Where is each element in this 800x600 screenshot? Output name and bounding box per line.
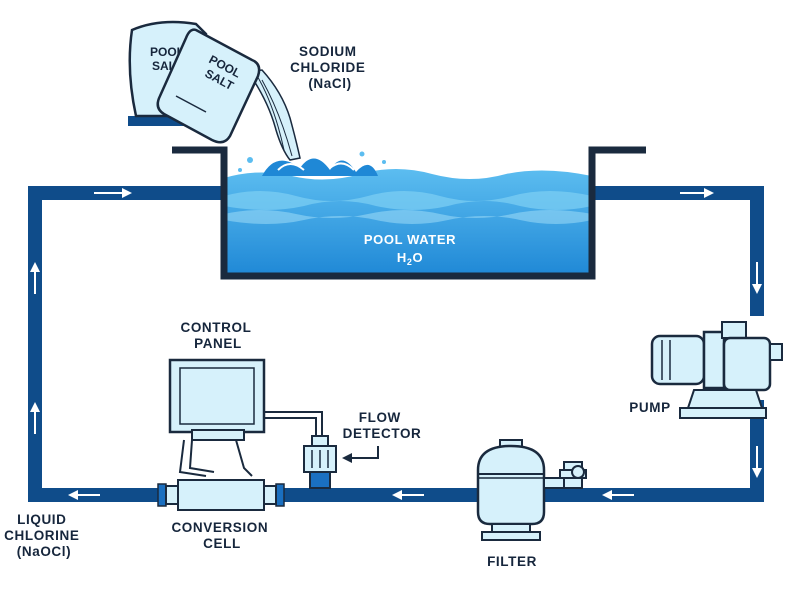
control-panel-label: CONTROL PANEL <box>180 320 255 351</box>
flow-arrows <box>30 188 762 500</box>
arrow-right-icon <box>680 188 714 198</box>
wire-to-cell <box>178 439 207 477</box>
pump-housing <box>722 336 772 392</box>
pipe-right-upper <box>750 186 764 316</box>
pipe-left <box>28 186 42 502</box>
filter-tank <box>476 444 546 526</box>
wave-band-2 <box>224 210 592 224</box>
arrow-up-icon <box>30 402 40 434</box>
splash <box>262 158 378 176</box>
salt-bag-front <box>156 28 261 144</box>
wire-to-detector <box>264 411 323 436</box>
sodium-chloride-label: SODIUM CHLORIDE (NaCl) <box>290 44 370 91</box>
arrow-right-icon <box>94 188 132 198</box>
liquid-chlorine-label: LIQUID CHLORINE (NaOCl) <box>4 512 84 559</box>
flow-detector-label: FLOW DETECTOR <box>343 410 422 441</box>
back-bag-text-1: POOL <box>150 45 184 59</box>
pump: PUMP <box>629 321 783 419</box>
conversion-cell-body <box>177 479 265 511</box>
arrow-left-icon <box>392 490 424 500</box>
arrow-down-icon <box>752 262 762 294</box>
wave-band-1 <box>224 191 592 210</box>
arrow-left-icon <box>68 490 100 500</box>
pipe-top-right <box>592 186 764 200</box>
flow-detector: FLOW DETECTOR <box>303 410 422 489</box>
pump-label: PUMP <box>629 400 670 415</box>
conversion-cell-label: CONVERSION CELL <box>171 520 272 551</box>
control-panel: CONTROL PANEL <box>168 320 323 477</box>
pool: POOL WATER H2O <box>172 146 646 280</box>
filter-label: FILTER <box>487 554 537 569</box>
filter: FILTER <box>476 439 587 569</box>
pool-water-formula: H2O <box>397 250 423 267</box>
pool-walls <box>172 146 646 280</box>
pool-water-label: POOL WATER <box>364 232 456 247</box>
pointer-arrow-icon <box>350 446 379 459</box>
pump-motor <box>650 334 706 386</box>
filter-gauge <box>571 465 585 479</box>
arrow-up-icon <box>30 262 40 294</box>
arrow-left-icon <box>602 490 634 500</box>
salt-bags: POOL SALT POOL SALT <box>128 20 301 161</box>
conversion-cell: CONVERSION CELL <box>157 479 285 551</box>
arrow-down-icon <box>752 446 762 478</box>
